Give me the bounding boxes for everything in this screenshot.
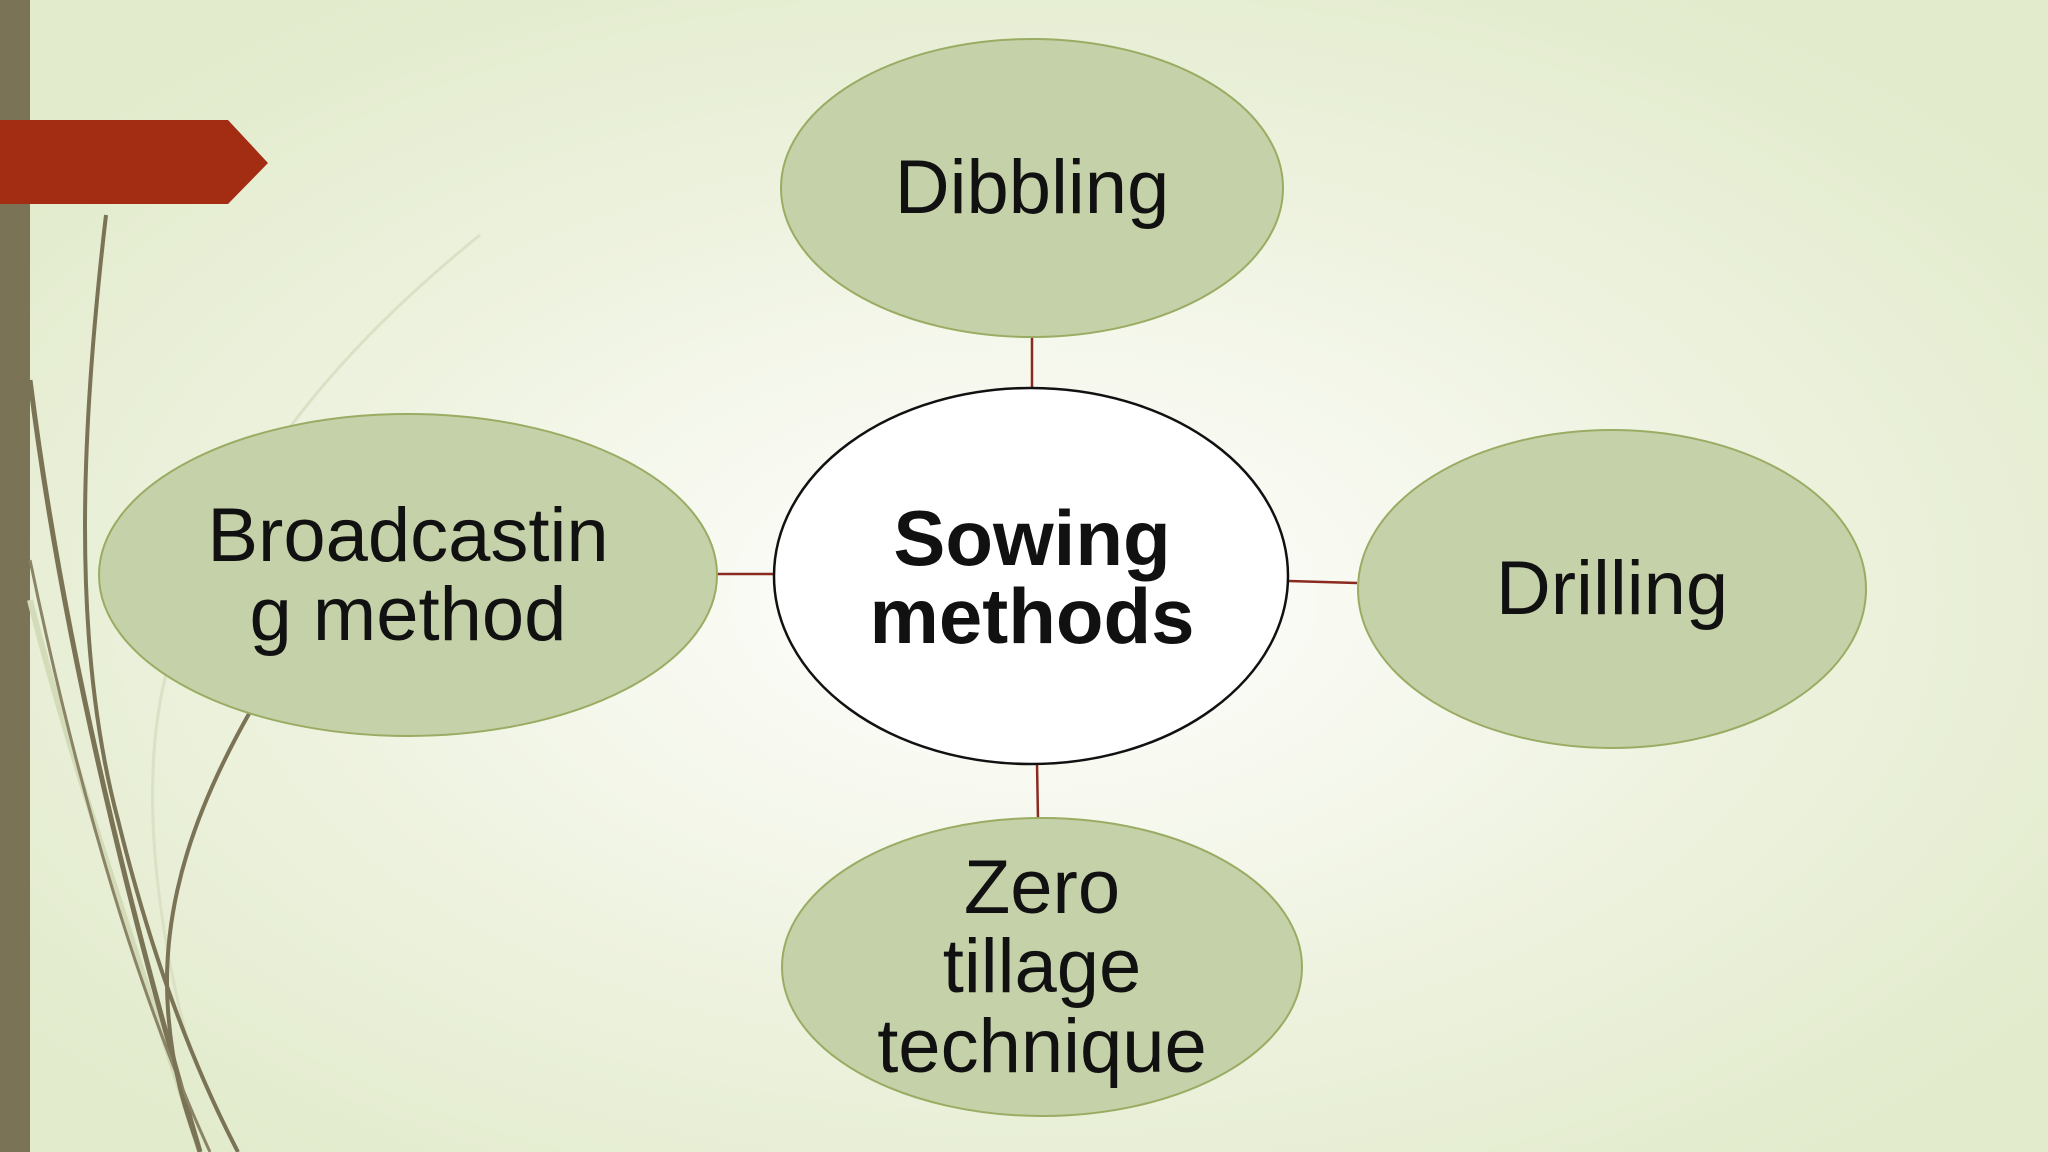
node-drilling-shape	[1357, 429, 1867, 749]
arrow-banner	[0, 120, 268, 204]
node-zero-tillage: Zero tillage technique	[782, 818, 1302, 1116]
node-broadcasting: Broadcastin g method	[100, 415, 716, 735]
node-dibbling-label: Dibbling	[894, 145, 1170, 231]
connector-bottom	[1035, 762, 1040, 820]
node-drilling-label: Drilling	[1495, 546, 1729, 632]
node-broadcasting-label: Broadcastin g method	[207, 492, 609, 657]
connector-right	[1288, 579, 1358, 585]
center-node-shape	[772, 386, 1290, 766]
node-zero-tillage-label: Zero tillage technique	[877, 845, 1207, 1089]
center-node: Sowing methods	[775, 390, 1289, 764]
node-zero-tillage-shape	[781, 817, 1303, 1117]
node-dibbling-shape	[780, 38, 1284, 338]
node-drilling: Drilling	[1358, 430, 1866, 748]
center-node-label: Sowing methods	[869, 494, 1195, 660]
decorative-curve	[165, 711, 252, 1152]
node-dibbling: Dibbling	[782, 40, 1282, 336]
decorative-curve	[27, 379, 203, 1152]
decorative-curve	[83, 214, 240, 1152]
node-broadcasting-shape	[98, 413, 718, 737]
